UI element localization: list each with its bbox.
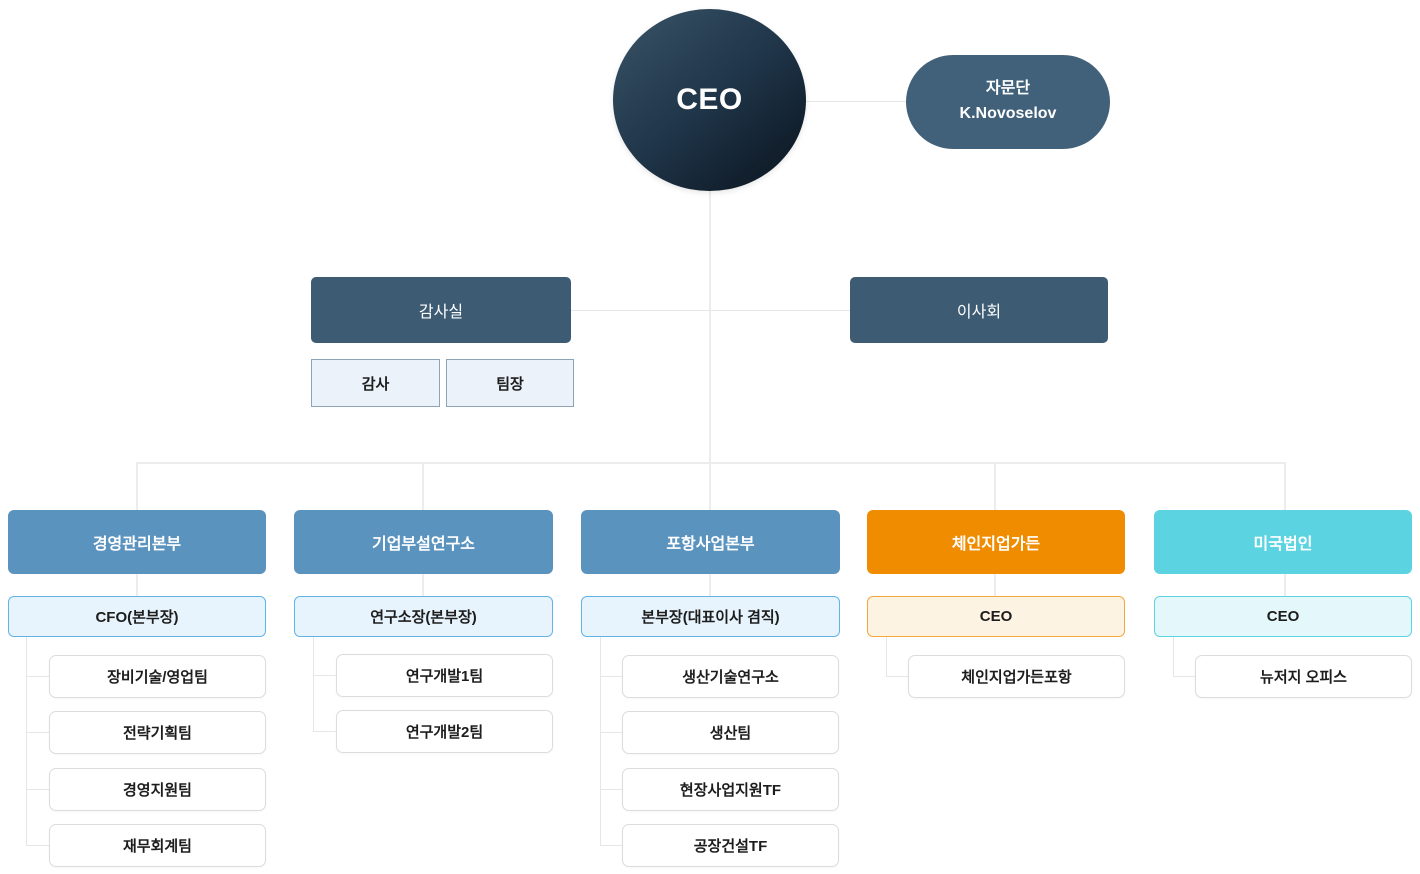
- team-box-1-0[interactable]: 연구개발1팀: [336, 654, 553, 697]
- team-box-2-1[interactable]: 생산팀: [622, 711, 839, 754]
- division-header-1[interactable]: 기업부설연구소: [294, 510, 553, 574]
- node-board[interactable]: 이사회: [850, 277, 1108, 343]
- connector-elbow-3-2: [600, 732, 623, 733]
- connector-spine-2: [313, 637, 314, 732]
- team-box-1-1[interactable]: 연구개발2팀: [336, 710, 553, 753]
- connector-elbow-4-1: [886, 676, 909, 677]
- team-box-0-3[interactable]: 재무회계팀: [49, 824, 266, 867]
- division-head-1[interactable]: 연구소장(본부장): [294, 596, 553, 637]
- connector-ceo-vertical: [709, 190, 711, 463]
- connector-audit-board: [571, 310, 851, 311]
- connector-elbow-5-1: [1173, 676, 1196, 677]
- connector-elbow-3-3: [600, 789, 623, 790]
- division-header-4[interactable]: 미국법인: [1154, 510, 1412, 574]
- division-head-0[interactable]: CFO(본부장): [8, 596, 266, 637]
- division-header-0[interactable]: 경영관리본부: [8, 510, 266, 574]
- team-box-0-1[interactable]: 전략기획팀: [49, 711, 266, 754]
- connector-elbow-1-1: [26, 676, 49, 677]
- connector-elbow-2-2: [313, 731, 336, 732]
- connector-head-4: [994, 574, 996, 596]
- connector-spine-1: [26, 637, 27, 846]
- division-head-2[interactable]: 본부장(대표이사 겸직): [581, 596, 840, 637]
- connector-head-3: [709, 574, 711, 596]
- connector-spine-3: [600, 637, 601, 846]
- division-header-2[interactable]: 포항사업본부: [581, 510, 840, 574]
- team-box-0-0[interactable]: 장비기술/영업팀: [49, 655, 266, 698]
- node-audit-office[interactable]: 감사실: [311, 277, 571, 343]
- division-header-3[interactable]: 체인지업가든: [867, 510, 1125, 574]
- connector-drop-5: [1284, 462, 1286, 510]
- team-box-2-0[interactable]: 생산기술연구소: [622, 655, 839, 698]
- connector-elbow-2-1: [313, 675, 336, 676]
- connector-elbow-3-1: [600, 676, 623, 677]
- node-ceo[interactable]: CEO: [613, 9, 806, 191]
- connector-head-5: [1284, 574, 1286, 596]
- team-box-2-2[interactable]: 현장사업지원TF: [622, 768, 839, 811]
- team-box-3-0[interactable]: 체인지업가든포항: [908, 655, 1125, 698]
- connector-division-bus: [137, 462, 1285, 464]
- node-audit-child-0[interactable]: 감사: [311, 359, 440, 407]
- advisor-line-1: 자문단: [985, 80, 1031, 98]
- connector-elbow-3-4: [600, 845, 623, 846]
- connector-elbow-1-3: [26, 789, 49, 790]
- node-audit-child-1[interactable]: 팀장: [446, 359, 574, 407]
- connector-drop-1: [136, 462, 138, 510]
- team-box-4-0[interactable]: 뉴저지 오피스: [1195, 655, 1412, 698]
- connector-drop-3: [709, 462, 711, 510]
- connector-head-2: [422, 574, 424, 596]
- division-head-3[interactable]: CEO: [867, 596, 1125, 637]
- division-head-4[interactable]: CEO: [1154, 596, 1412, 637]
- connector-head-1: [136, 574, 138, 596]
- connector-ceo-advisor: [800, 101, 910, 102]
- connector-drop-4: [994, 462, 996, 510]
- node-advisor[interactable]: 자문단 K.Novoselov: [906, 55, 1110, 149]
- connector-drop-2: [422, 462, 424, 510]
- team-box-2-3[interactable]: 공장건설TF: [622, 824, 839, 867]
- connector-elbow-1-4: [26, 845, 49, 846]
- team-box-0-2[interactable]: 경영지원팀: [49, 768, 266, 811]
- connector-elbow-1-2: [26, 732, 49, 733]
- connector-spine-4: [886, 637, 887, 676]
- connector-spine-5: [1173, 637, 1174, 676]
- advisor-line-2: K.Novoselov: [959, 105, 1057, 122]
